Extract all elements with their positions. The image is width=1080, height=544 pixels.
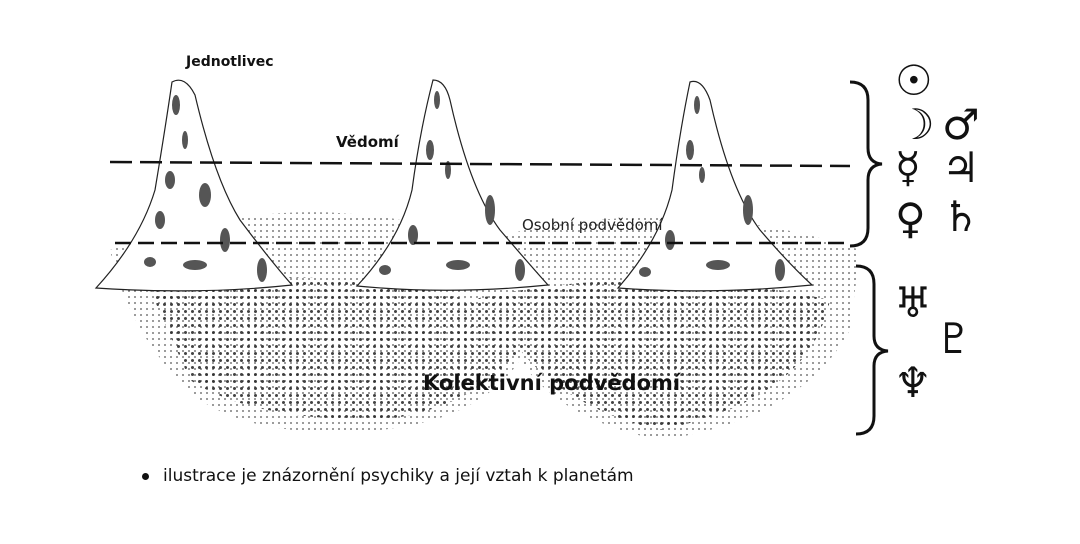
personal-brace — [849, 80, 883, 248]
individual-label: Jednotlivec — [186, 54, 274, 70]
mars-icon: ♂ — [942, 100, 980, 149]
conscious-label: Vědomí — [336, 133, 399, 151]
neptune-icon: ♆ — [894, 358, 932, 407]
uranus-icon: ♅ — [894, 278, 932, 327]
caption-list-item: ilustrace je znázornění psychiky a její … — [142, 466, 634, 486]
collective-unconscious-label: Kolektivní podvědomí — [423, 371, 681, 395]
personal-unconscious-label: Osobní podvědomí — [522, 216, 663, 234]
collective-brace — [855, 264, 889, 436]
pluto-icon: ♇ — [935, 314, 973, 363]
jupiter-icon: ♃ — [942, 143, 980, 192]
sun-icon: ☉ — [895, 56, 933, 105]
mountain-spots — [144, 91, 785, 282]
bullet-icon — [142, 472, 149, 480]
mercury-icon: ☿ — [895, 143, 921, 192]
moon-icon: ☽ — [897, 100, 935, 149]
conscious-line — [109, 160, 851, 168]
caption-text: ilustrace je znázornění psychiky a její … — [163, 466, 634, 486]
saturn-icon: ♄ — [942, 192, 980, 241]
venus-icon: ♀ — [895, 194, 926, 243]
